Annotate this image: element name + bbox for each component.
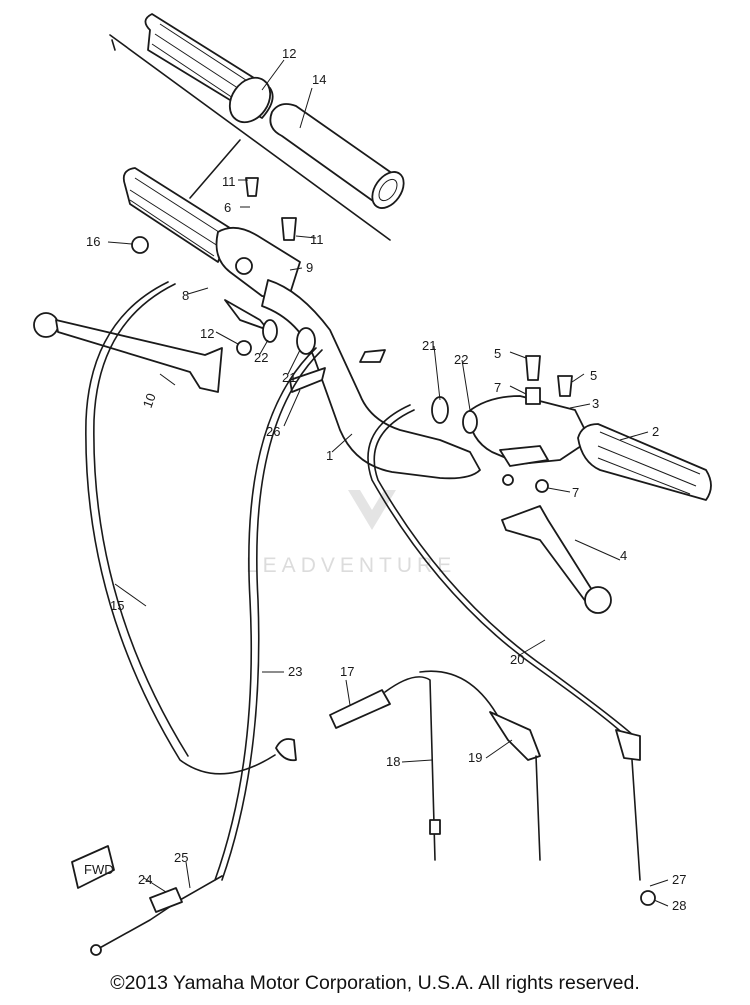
left-lever: [33, 312, 223, 393]
callout-18: 18: [386, 754, 400, 769]
callout-6a: 6: [224, 200, 231, 215]
callout-21b: 21: [422, 338, 436, 353]
callout-7: 7: [572, 485, 579, 500]
callout-22a: 22: [254, 350, 268, 365]
callout-6b: 7: [494, 380, 501, 395]
right-grip: [577, 423, 712, 501]
callout-27: 27: [672, 872, 686, 887]
callout-21a: 21: [282, 370, 296, 385]
small-parts: [131, 177, 573, 493]
grip-14: [269, 103, 405, 209]
left-grip: [122, 139, 241, 263]
callout-1: 1: [326, 448, 333, 463]
callout-13: 12: [282, 46, 296, 61]
callout-20: 20: [510, 652, 524, 667]
callout-11b: 11: [310, 232, 324, 247]
callout-4: 4: [620, 548, 627, 563]
right-housing: [467, 395, 591, 467]
callout-14: 14: [312, 72, 326, 87]
callout-17: 17: [340, 664, 354, 679]
callout-5a: 5: [494, 346, 501, 361]
callout-10: 10: [140, 391, 159, 410]
callout-12: 12: [200, 326, 214, 341]
grip-13: [144, 13, 274, 124]
callout-11a: 11: [222, 174, 236, 189]
callout-3: 3: [592, 396, 599, 411]
callout-16: 16: [86, 234, 100, 249]
lower-cable-assemblies: FWD: [71, 670, 656, 956]
callout-25: 25: [174, 850, 188, 865]
callouts: 12 14 11 6 11 16 9 8 12 22 21 10 26 21 2…: [86, 46, 686, 913]
callout-26: 26: [266, 424, 280, 439]
cables: [85, 281, 635, 881]
callout-15: 15: [110, 598, 124, 613]
watermark-text: LEADVENTURE: [246, 554, 456, 577]
right-lever: [501, 505, 612, 614]
watermark: LEADVENTURE: [246, 490, 456, 577]
callout-5b: 5: [590, 368, 597, 383]
fwd-label: FWD: [84, 862, 114, 877]
handlebar-exploded-diagram: LEADVENTURE: [33, 13, 712, 956]
callout-2: 2: [652, 424, 659, 439]
callout-28: 28: [672, 898, 686, 913]
copyright-notice: ©2013 Yamaha Motor Corporation, U.S.A. A…: [110, 972, 640, 994]
callout-22b: 22: [454, 352, 468, 367]
callout-19: 19: [468, 750, 482, 765]
leader-lines: [107, 59, 669, 907]
callout-9: 9: [306, 260, 313, 275]
callout-23: 23: [288, 664, 302, 679]
callout-8: 8: [182, 288, 189, 303]
callout-24: 24: [138, 872, 152, 887]
